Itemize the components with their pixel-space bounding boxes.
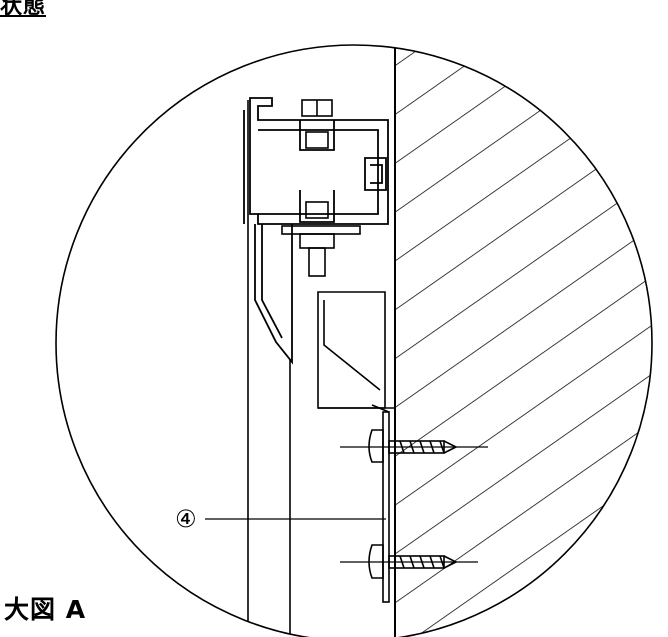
heading-fragment: 状態 [0, 0, 47, 19]
cover-bracket [317, 291, 396, 409]
rail-profile [243, 97, 389, 365]
mounting-plate [371, 404, 390, 603]
screw-upper [340, 429, 488, 463]
callout-label-4: ④ [175, 505, 197, 533]
wall-section [394, 45, 652, 637]
figure-caption: 大図 A [4, 595, 87, 624]
screw-lower [340, 544, 478, 579]
bolt-assembly [281, 99, 361, 277]
